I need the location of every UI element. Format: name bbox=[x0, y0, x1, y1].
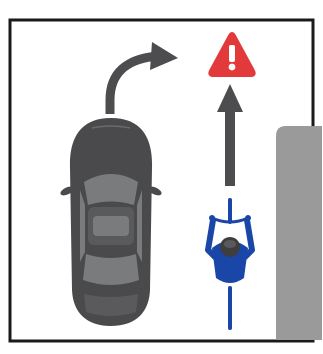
warning-exclamation-dot bbox=[229, 64, 236, 71]
turn-right-arrow-icon bbox=[110, 42, 178, 114]
warning-triangle-icon bbox=[210, 34, 253, 75]
cyclist-top-view-icon bbox=[208, 198, 252, 330]
straight-arrow-icon bbox=[217, 84, 243, 186]
frame-border bbox=[10, 20, 313, 341]
curb-block bbox=[276, 126, 322, 340]
warning-exclamation-bar bbox=[229, 45, 235, 62]
car-top-view-icon bbox=[59, 118, 163, 326]
